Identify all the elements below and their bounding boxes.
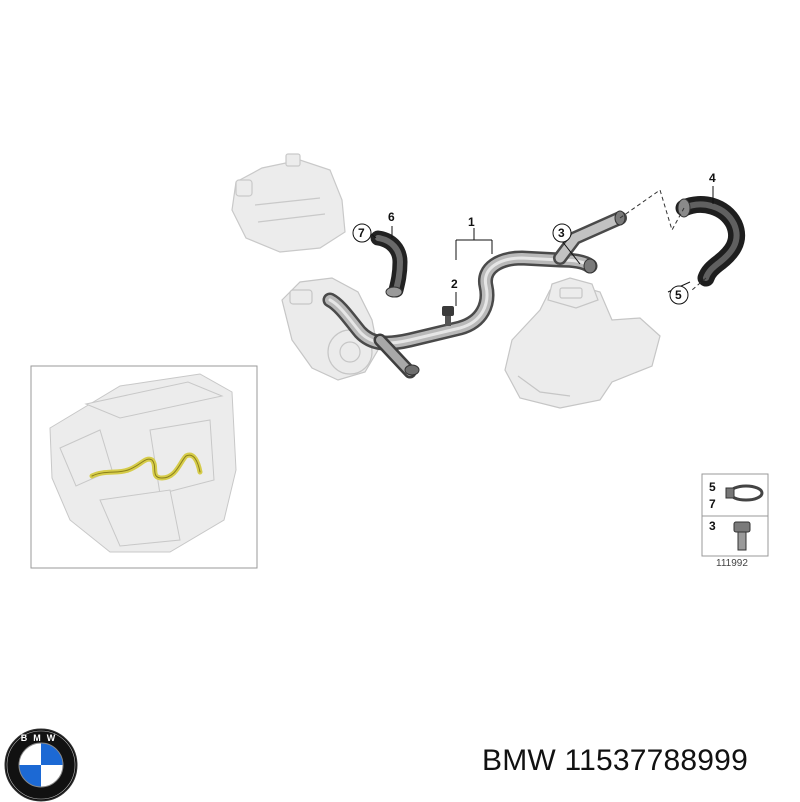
svg-text:2: 2 [451, 277, 458, 291]
egr-cooler-ghost [231, 153, 346, 253]
legend-label-5: 5 [709, 480, 716, 494]
callout-6: 6 [388, 210, 395, 224]
oil-filter-housing-ghost [504, 277, 661, 409]
connection-lines [619, 189, 707, 291]
water-pipe[interactable] [322, 210, 627, 379]
svg-text:BMW: BMW [21, 733, 62, 743]
callout-2: 2 [451, 277, 458, 291]
callout-7: 7 [352, 223, 372, 243]
legend-label-7: 7 [709, 497, 716, 511]
legend-label-3: 3 [709, 519, 716, 533]
callout-5: 5 [669, 285, 689, 305]
callout-1: 1 [468, 215, 475, 229]
hose-clamp-icon [725, 484, 764, 502]
part-number-text: BMW 11537788999 [482, 744, 748, 777]
svg-text:5: 5 [675, 288, 682, 302]
diagram-code: 111992 [716, 558, 748, 569]
bolt-icon [733, 521, 751, 551]
callout-3: 3 [552, 223, 572, 243]
hose-6[interactable] [370, 230, 408, 298]
bolt-2[interactable] [442, 306, 454, 326]
callout-4: 4 [709, 171, 716, 185]
hardware-legend: 5 7 3 111992 [701, 473, 769, 569]
svg-text:1: 1 [468, 215, 475, 229]
svg-text:3: 3 [558, 226, 565, 240]
callout-leaders [369, 186, 714, 306]
engine-inset [30, 365, 258, 569]
svg-text:7: 7 [358, 226, 365, 240]
svg-text:6: 6 [388, 210, 395, 224]
svg-text:4: 4 [709, 171, 716, 185]
hose-4[interactable] [675, 196, 746, 287]
bmw-logo: BMW [4, 728, 78, 802]
